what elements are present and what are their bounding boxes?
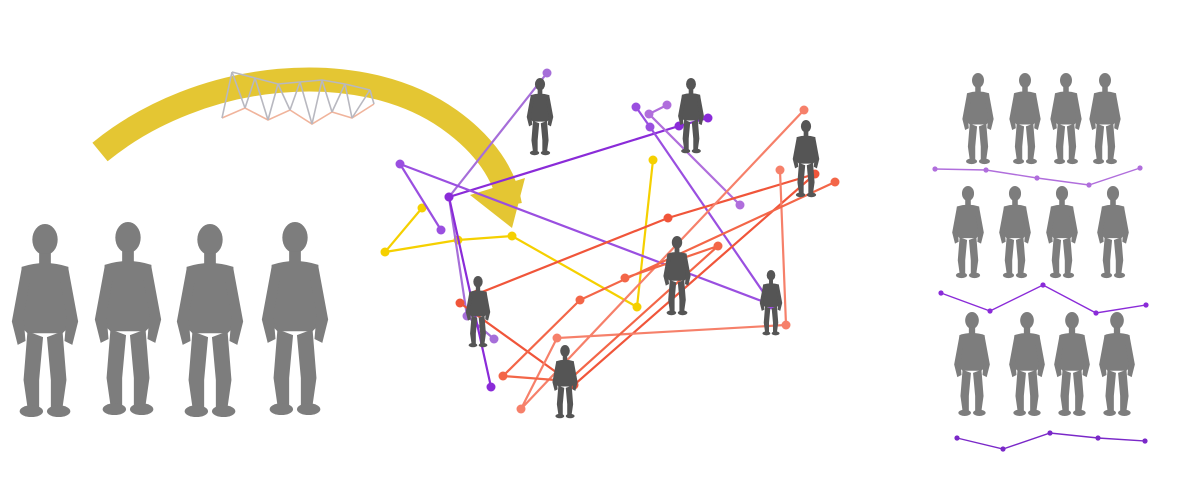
mesh-strut <box>351 89 371 119</box>
trajectory-node <box>380 247 390 257</box>
trajectory-node <box>645 122 655 132</box>
trajectory-node <box>735 200 745 210</box>
human-figure-icon <box>94 222 162 416</box>
mesh-strut <box>254 77 269 121</box>
trajectory-graph <box>380 68 840 419</box>
trajectory-node <box>1095 435 1101 441</box>
mesh-strut <box>331 83 346 113</box>
human-figure-icon <box>1046 186 1078 279</box>
trajectory-node <box>775 165 785 175</box>
trajectory-node <box>983 167 989 173</box>
human-figure-icon <box>1089 73 1121 165</box>
mesh-strut <box>311 79 323 125</box>
human-figure-icon <box>954 312 990 416</box>
trajectory-node <box>1086 182 1092 188</box>
mesh-strut <box>221 71 233 119</box>
mesh-strut <box>277 83 291 111</box>
human-figure-icon <box>526 78 554 156</box>
mesh-strut <box>344 83 353 119</box>
mesh-chain-icon <box>221 71 375 125</box>
trajectory-node <box>703 113 713 123</box>
human-figure-icon <box>11 224 79 418</box>
curved-arrow-icon <box>92 67 525 228</box>
trajectory-node <box>987 308 993 314</box>
mesh-bottom-line <box>221 103 375 125</box>
trajectory-node <box>436 225 446 235</box>
trajectory-node <box>648 155 658 165</box>
trajectory-node <box>498 371 508 381</box>
trajectory-node <box>444 192 454 202</box>
trajectory-node <box>1142 438 1148 444</box>
trajectory-node <box>799 105 809 115</box>
trajectory-node <box>1143 302 1149 308</box>
mesh-strut <box>244 77 256 109</box>
human-figure-icon <box>1097 186 1129 279</box>
trajectory-node <box>938 290 944 296</box>
trajectory-node <box>455 298 465 308</box>
human-figure-icon <box>1009 312 1045 416</box>
mesh-strut <box>369 89 375 105</box>
human-figure-icon <box>261 222 329 416</box>
walking-sequence-left <box>11 222 329 418</box>
trajectory-node <box>575 295 585 305</box>
trajectory-icon <box>516 105 809 414</box>
human-figure-icon <box>792 120 820 198</box>
human-figure-icon <box>1054 312 1090 416</box>
human-figure-icon <box>999 186 1031 279</box>
trajectory-node <box>395 159 405 169</box>
trajectory-node <box>1034 175 1040 181</box>
trajectory-node <box>932 166 938 172</box>
walking-sequence-row <box>954 312 1148 452</box>
trajectory-node <box>631 102 641 112</box>
trajectory-node <box>954 435 960 441</box>
trajectory-node <box>663 213 673 223</box>
trajectory-node <box>644 109 654 119</box>
trajectory-node <box>1093 310 1099 316</box>
mesh-strut <box>299 81 313 125</box>
trajectory-node <box>489 334 499 344</box>
human-figure-icon <box>962 73 994 165</box>
trajectory-node <box>830 177 840 187</box>
mesh-strut <box>231 71 246 109</box>
trajectory-node <box>1047 430 1053 436</box>
trajectory-node <box>781 320 791 330</box>
human-figure-icon <box>1009 73 1041 165</box>
trajectory-node <box>417 203 427 213</box>
trajectory-node <box>1000 446 1006 452</box>
trajectory-node <box>552 333 562 343</box>
human-figure-icon <box>1099 312 1135 416</box>
trajectory-node <box>620 273 630 283</box>
human-figure-icon <box>1050 73 1082 165</box>
trajectory-node <box>1040 282 1046 288</box>
human-figure-icon <box>176 224 244 418</box>
walking-sequence-row <box>932 73 1143 188</box>
trajectory-icon <box>380 155 658 312</box>
human-figure-icon <box>552 345 578 419</box>
trajectory-node <box>1137 165 1143 171</box>
human-figure-icon <box>952 186 984 279</box>
mesh-strut <box>267 83 279 121</box>
trajectory-node <box>542 68 552 78</box>
trajectory-icon <box>644 100 745 210</box>
trajectory-node <box>486 382 496 392</box>
walking-sequences-right <box>932 73 1149 452</box>
mesh-strut <box>289 81 301 111</box>
mesh-strut <box>321 79 333 113</box>
trajectory-node <box>507 231 517 241</box>
trajectory-node <box>662 100 672 110</box>
trajectory-node <box>632 302 642 312</box>
trajectory-node <box>516 404 526 414</box>
human-figure-icon <box>678 78 704 154</box>
trajectory-path <box>940 284 1147 314</box>
trajectory-node <box>713 241 723 251</box>
walking-sequence-row <box>938 186 1149 316</box>
